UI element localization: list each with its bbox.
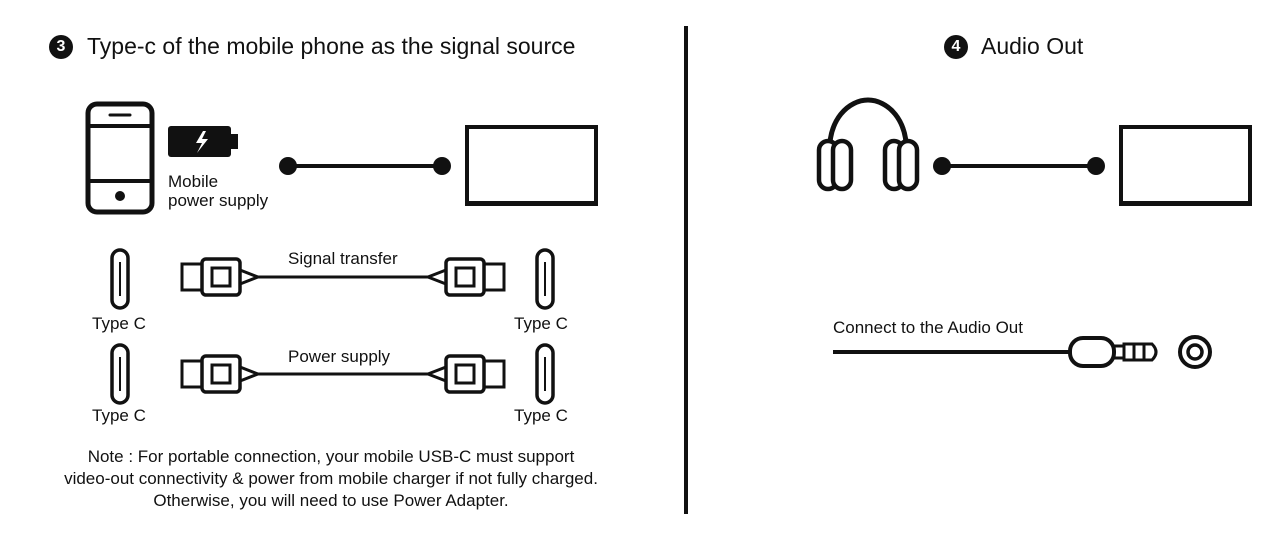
usb-c-port-icon [535,343,555,405]
usb-c-connector-icon [180,257,263,297]
power-row [110,343,555,405]
connection-note: Note : For portable connection, your mob… [18,446,644,512]
power-supply-label: Power supply [288,347,391,366]
usb-c-port-icon [110,248,130,310]
power-left-port-label: Type C [92,406,146,425]
note-line-2: video-out connectivity & power from mobi… [64,469,598,488]
audio-out-label: Connect to the Audio Out [833,318,1023,337]
power-right-port-label: Type C [514,406,568,425]
signal-right-port-label: Type C [514,314,568,333]
audio-jack-plug-icon [1068,336,1158,368]
usb-c-connector-icon [423,354,506,394]
audio-port-icon [1178,335,1212,369]
monitor-icon [465,125,598,206]
phone-monitor-cable [279,157,451,175]
monitor-icon [1119,125,1252,206]
signal-left-port-label: Type C [92,314,146,333]
left-panel-title: Type-c of the mobile phone as the signal… [87,33,576,59]
step-3-badge: 3 [49,35,73,59]
note-line-1: Note : For portable connection, your mob… [87,447,575,466]
phone-icon [85,101,155,215]
battery-label-line2: power supply [168,191,269,210]
right-panel-title: Audio Out [981,33,1084,59]
usb-c-connector-icon [180,354,263,394]
battery-label-line1: Mobile [168,172,219,191]
usb-c-port-icon [535,248,555,310]
step-4-badge: 4 [944,35,968,59]
note-line-3: Otherwise, you will need to use Power Ad… [153,491,509,510]
signal-transfer-label: Signal transfer [288,249,398,268]
signal-row [110,248,555,310]
usb-c-port-icon [110,343,130,405]
usb-c-connector-icon [423,257,506,297]
battery-icon [168,126,238,157]
headphones-icon [816,97,920,192]
headphone-monitor-cable [933,157,1105,175]
